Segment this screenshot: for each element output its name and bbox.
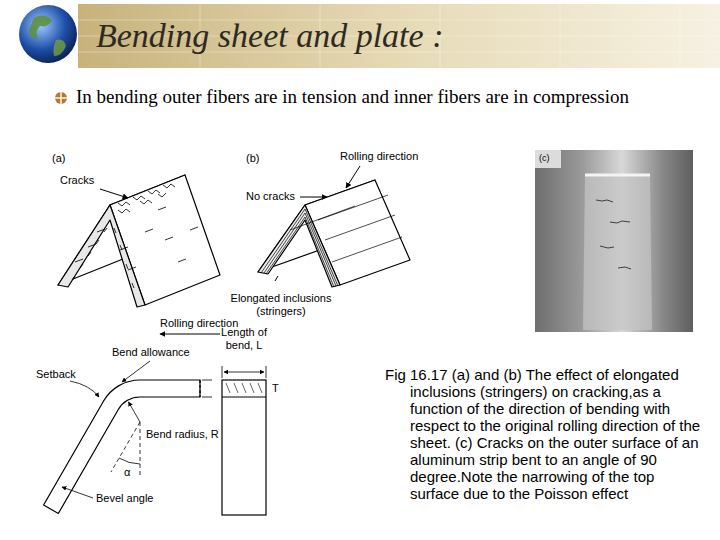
dimension-label: Bend allowance (112, 346, 190, 359)
dimension-label: Bevel angle (96, 492, 154, 505)
figure-caption: Fig 16.17 (a) and (b) The effect of elon… (385, 366, 707, 502)
header-band (78, 4, 720, 68)
dimension-label: Setback (36, 368, 76, 381)
dimension-label: Length of bend, L (220, 326, 268, 352)
slide-title: Bending sheet and plate : (96, 16, 443, 56)
dimension-symbol: T (272, 382, 279, 395)
bent-sheet-b (258, 166, 410, 287)
photo-aluminum-strip (535, 150, 693, 332)
figure-letter: (b) (246, 152, 259, 165)
dimension-label: Bend radius, R (146, 428, 219, 441)
figure-letter: (a) (52, 152, 65, 165)
part-label: Cracks (60, 174, 94, 187)
direction-label: Rolling direction (340, 150, 418, 163)
part-label: Elongated inclusions (stringers) (222, 292, 340, 318)
bullet-text: In bending outer fibers are in tension a… (76, 86, 676, 108)
part-label: No cracks (246, 190, 295, 203)
bullet-icon (55, 92, 67, 104)
bent-sheet-a (58, 175, 220, 334)
bend-geometry (44, 361, 266, 515)
angle-symbol: α (124, 466, 130, 479)
figure-letter: (c) (539, 153, 550, 164)
globe-icon (19, 5, 77, 63)
